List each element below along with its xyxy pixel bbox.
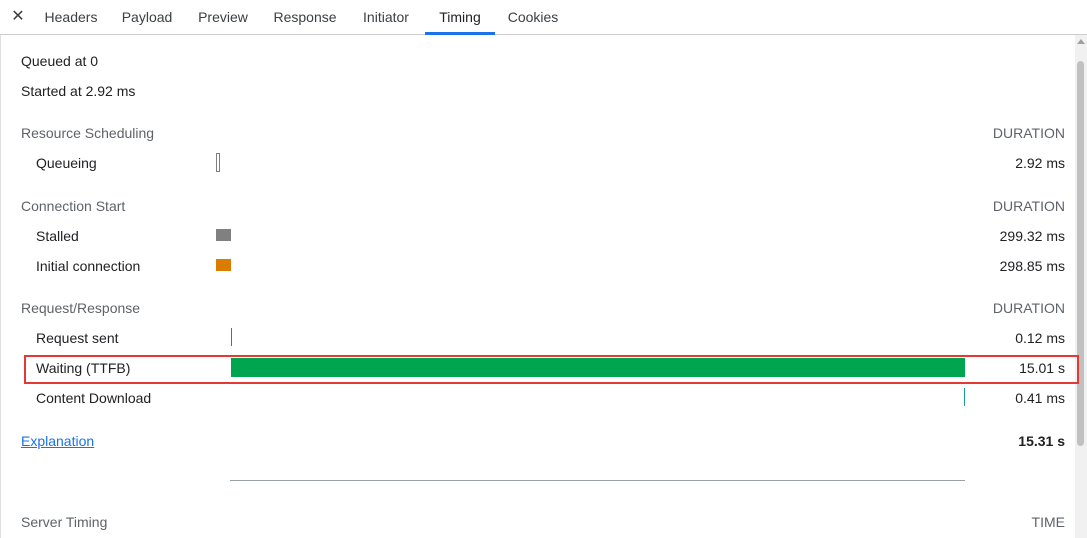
tab-payload[interactable]: Payload [121, 9, 173, 25]
stalled-bar [216, 229, 231, 241]
row-label-queueing: Queueing [36, 155, 97, 171]
section-title-request-response: Request/Response [21, 300, 141, 316]
tab-initiator[interactable]: Initiator [363, 9, 409, 25]
tab-bar: ✕ Headers Payload Preview Response Initi… [0, 0, 1087, 35]
content-download-bar [964, 388, 965, 406]
row-value-waiting-ttfb: 15.01 s [1019, 360, 1065, 376]
time-column-header: TIME [1031, 514, 1065, 530]
queued-at-text: Queued at 0 [21, 53, 99, 69]
waiting-ttfb-bar [231, 358, 965, 377]
row-value-request-sent: 0.12 ms [1015, 330, 1065, 346]
started-at-text: Started at 2.92 ms [21, 83, 136, 99]
row-label-content-download: Content Download [36, 390, 152, 406]
waiting-row-highlight-box [24, 355, 1079, 384]
row-value-stalled: 299.32 ms [999, 228, 1065, 244]
section-title-resource-scheduling: Resource Scheduling [21, 125, 155, 141]
tab-preview[interactable]: Preview [198, 9, 248, 25]
initial-connection-bar [216, 259, 231, 271]
close-icon[interactable]: ✕ [11, 8, 25, 25]
tab-response[interactable]: Response [273, 9, 337, 25]
total-duration: 15.31 s [1018, 433, 1065, 449]
row-value-initial-connection: 298.85 ms [999, 258, 1065, 274]
scrollbar[interactable] [1075, 35, 1087, 538]
section-title-server-timing: Server Timing [21, 514, 108, 530]
queueing-bar [216, 153, 220, 172]
tab-cookies[interactable]: Cookies [507, 9, 559, 25]
duration-column-header: DURATION [992, 125, 1065, 141]
row-label-waiting-ttfb: Waiting (TTFB) [36, 360, 131, 376]
duration-column-header: DURATION [992, 300, 1065, 316]
request-sent-bar [231, 328, 232, 346]
panel-left-border [0, 35, 1, 538]
tab-timing[interactable]: Timing [439, 9, 481, 25]
scroll-up-arrow-icon[interactable] [1077, 39, 1085, 44]
row-value-content-download: 0.41 ms [1015, 390, 1065, 406]
row-label-stalled: Stalled [36, 228, 79, 244]
row-label-request-sent: Request sent [36, 330, 119, 346]
tab-headers[interactable]: Headers [44, 9, 98, 25]
row-value-queueing: 2.92 ms [1015, 155, 1065, 171]
active-tab-indicator [425, 32, 495, 35]
section-title-connection-start: Connection Start [21, 198, 126, 214]
duration-column-header: DURATION [992, 198, 1065, 214]
row-label-initial-connection: Initial connection [36, 258, 141, 274]
scrollbar-thumb[interactable] [1077, 61, 1084, 446]
divider [230, 480, 965, 481]
explanation-link[interactable]: Explanation [21, 433, 95, 449]
